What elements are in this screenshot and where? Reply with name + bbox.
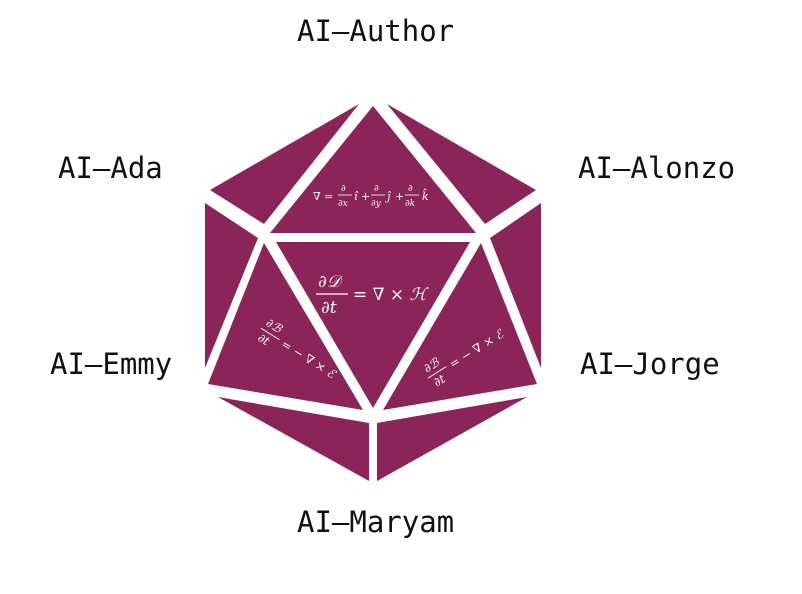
equation-center-face: ∂𝒟 ∂t = ∇ × ℋ [316,272,430,318]
eq-top-op-1: + [361,190,370,203]
face-left-lower [208,243,363,410]
eq-top-den-3: ∂k [405,199,415,209]
label-upper-left: AI—Ada [58,151,163,185]
equation-top-face: ∇ = ∂ ∂x î + ∂ ∂y ĵ + ∂ ∂k k̂ [313,184,429,209]
eq-center-num: ∂𝒟 [318,272,344,292]
face-top-right [387,104,536,224]
eq-top-prefix: ∇ = [313,190,333,203]
eq-top-den-1: ∂x [338,199,348,209]
face-right-lower [383,243,537,410]
eq-top-num-1: ∂ [341,184,346,194]
label-lower-right: AI—Jorge [580,347,720,381]
eq-left-bar [260,327,280,341]
face-right-upper [490,203,541,368]
eq-top-den-2: ∂y [371,199,382,209]
face-top-left [210,104,359,224]
label-top: AI—Author [297,14,455,48]
face-top [270,106,476,233]
label-lower-left: AI—Emmy [50,347,173,381]
eq-right-bar [427,366,447,379]
eq-top-num-2: ∂ [374,184,379,194]
label-upper-right: AI—Alonzo [578,151,736,185]
eq-top-op-2: + [395,190,404,203]
eq-top-vec-2: ĵ [385,190,391,203]
label-bottom: AI—Maryam [297,505,455,539]
eq-center-den: ∂t [321,298,337,318]
face-center [276,242,470,408]
face-bottom-left [218,397,369,481]
eq-center-rhs: = ∇ × ℋ [353,285,430,305]
eq-top-num-3: ∂ [408,184,413,194]
face-bottom-right [377,397,527,481]
face-left-upper [205,203,258,368]
eq-top-vec-3: k̂ [422,189,429,203]
eq-top-vec-1: î [354,190,359,203]
